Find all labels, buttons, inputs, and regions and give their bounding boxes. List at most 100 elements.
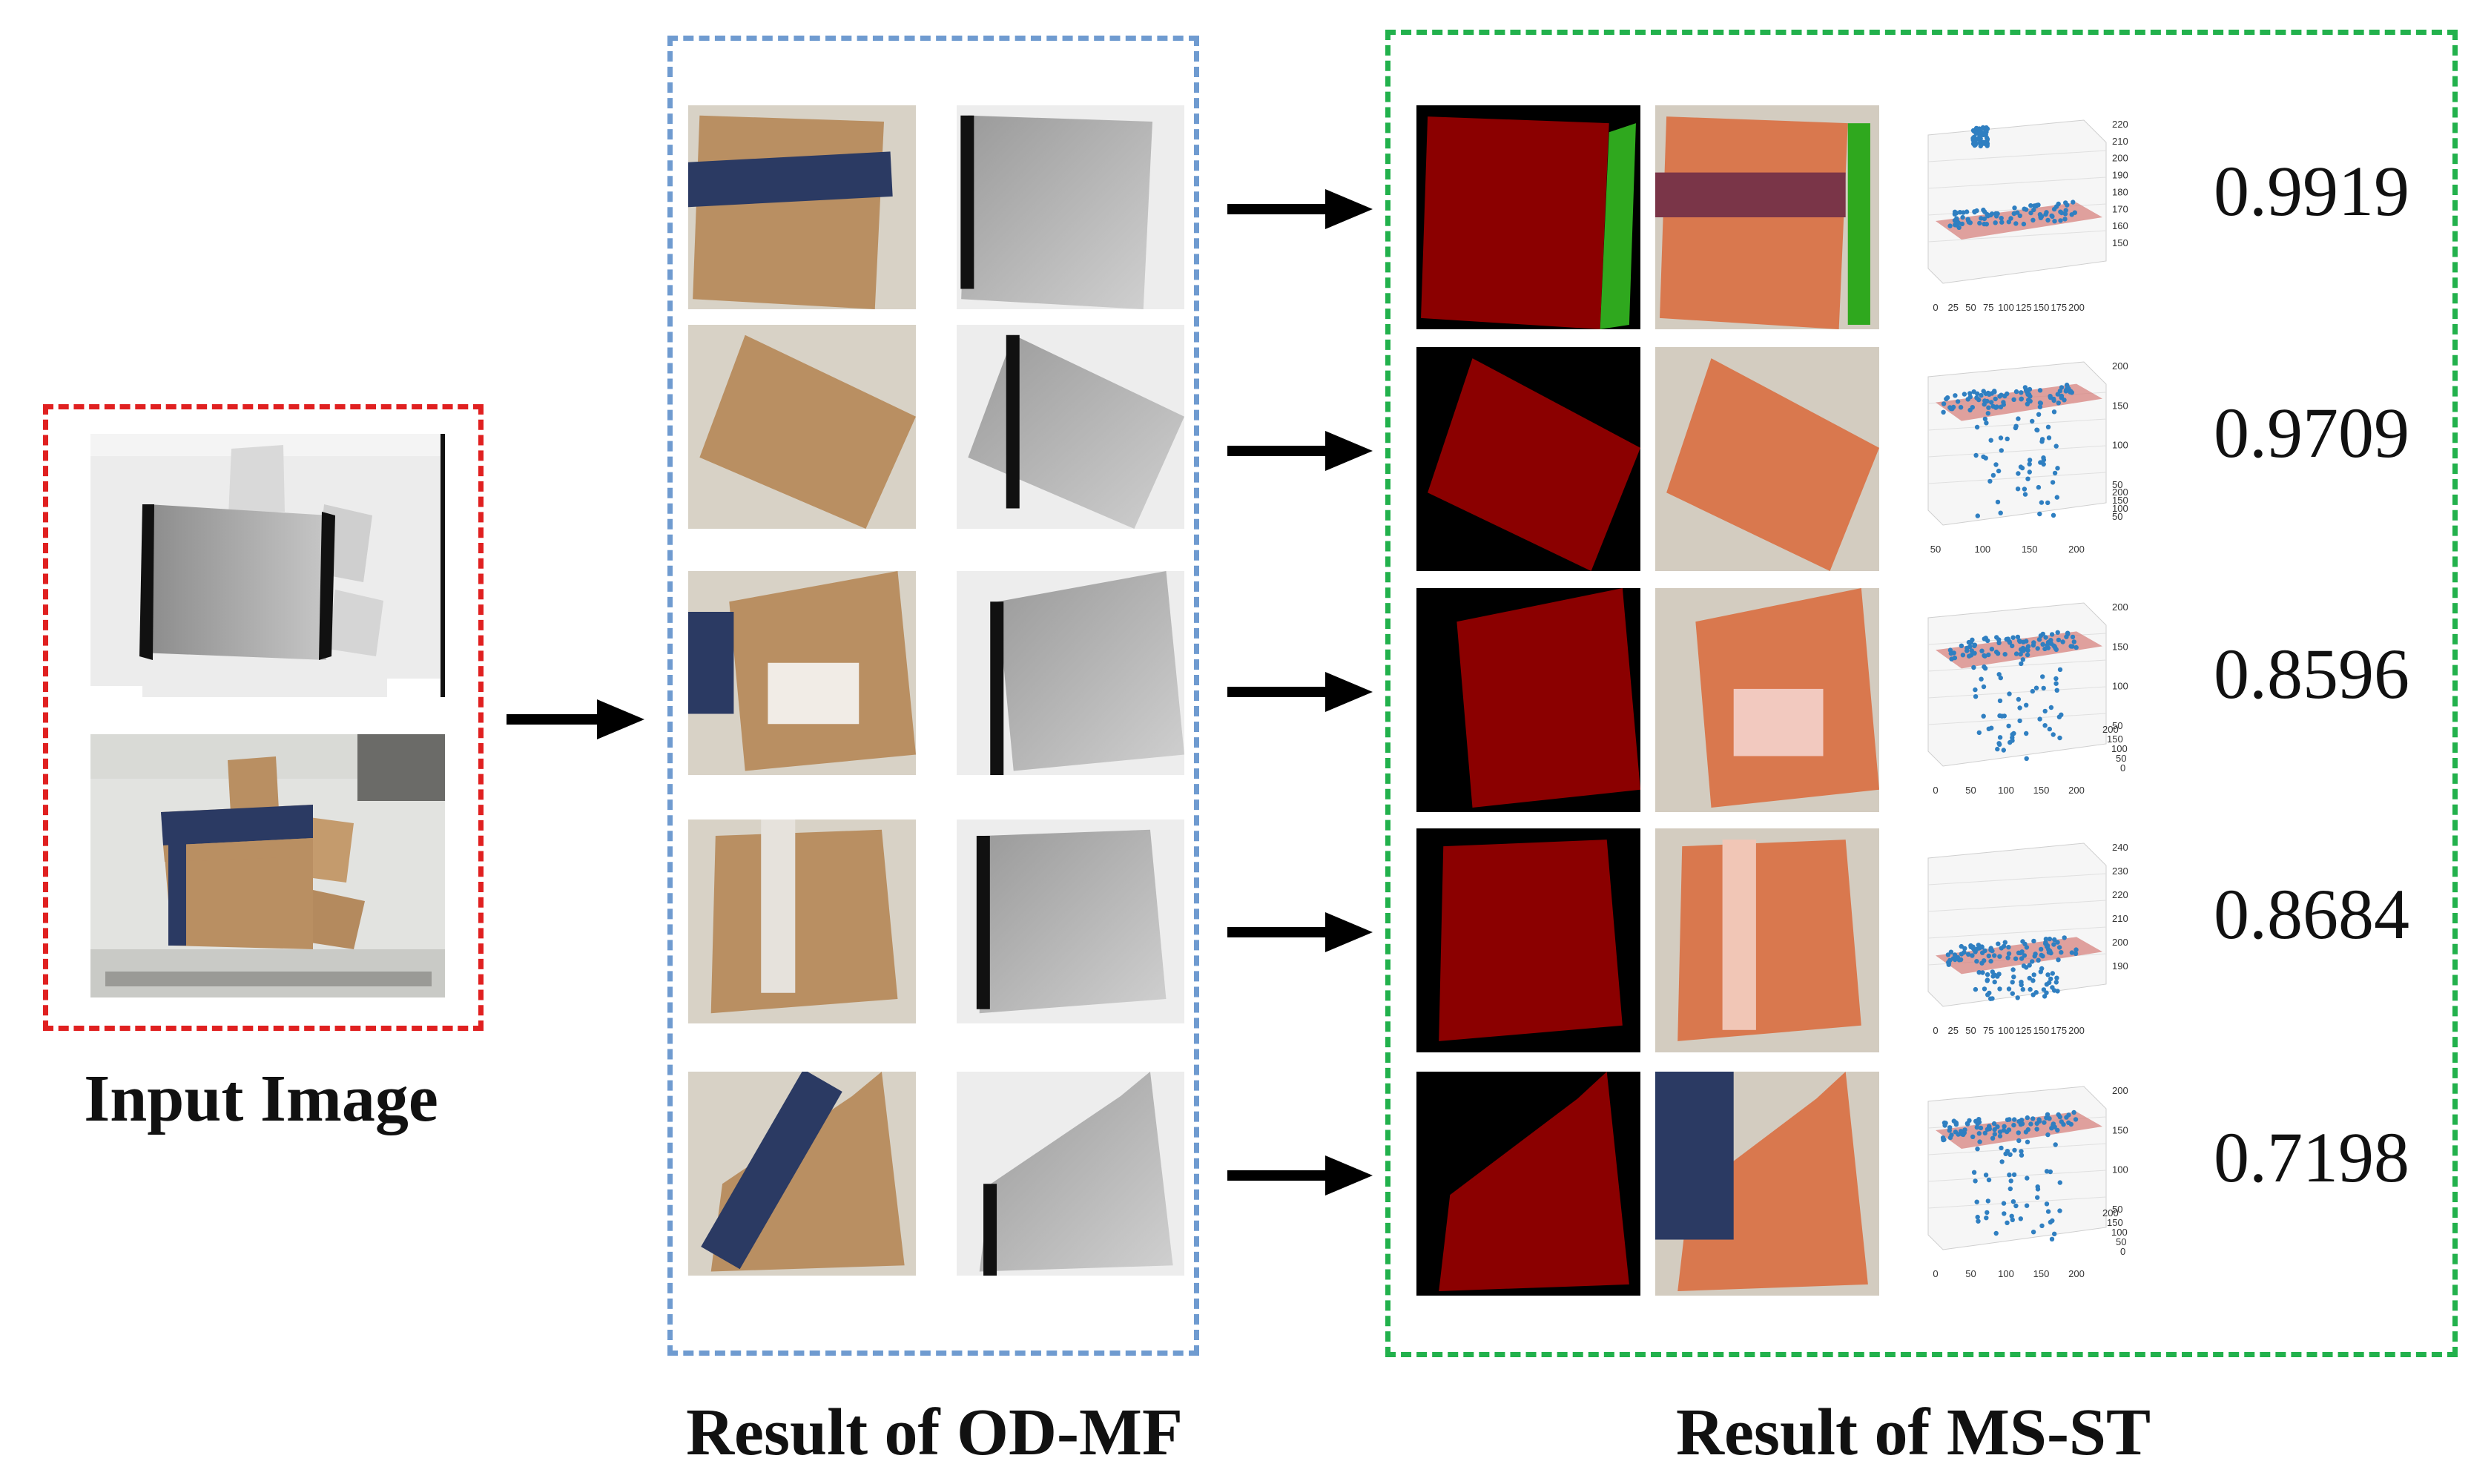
x-tick-label: 50 (1965, 302, 1976, 313)
x-tick-label: 100 (1998, 1268, 2014, 1279)
arrow-odmf-to-msst (1227, 906, 1376, 958)
segmentation-mask (1416, 588, 1640, 812)
x-tick-label: 200 (2068, 544, 2085, 555)
y-tick-label: 150 (2107, 1217, 2123, 1228)
z-tick-label: 210 (2112, 136, 2128, 147)
z-tick-label: 200 (2112, 360, 2128, 372)
z-tick-label: 100 (2112, 681, 2128, 692)
arrow-input-to-odmf (507, 699, 644, 739)
segmentation-overlay (1655, 828, 1879, 1052)
similarity-score: 0.8596 (2214, 634, 2409, 713)
z-tick-label: 190 (2112, 170, 2128, 181)
z-tick-label: 210 (2112, 913, 2128, 924)
tick-label: 50 (2112, 511, 2122, 522)
segmentation-overlay (1655, 588, 1879, 812)
x-tick-label: 175 (2051, 302, 2067, 313)
x-tick-label: 0 (1933, 1025, 1938, 1036)
x-tick-label: 25 (1948, 302, 1959, 313)
x-tick-label: 100 (1998, 302, 2014, 313)
odmf-depth-crop (957, 820, 1184, 1023)
x-tick-label: 100 (1998, 785, 2014, 796)
odmf-rgb-crop (688, 105, 916, 309)
similarity-score: 0.8684 (2214, 874, 2409, 954)
tick-label: 150 (2112, 495, 2128, 506)
z-tick-label: 240 (2112, 842, 2128, 853)
x-tick-label: 50 (1965, 1025, 1976, 1036)
z-tick-label: 220 (2112, 119, 2128, 130)
x-tick-label: 150 (2033, 1025, 2050, 1036)
z-tick-label: 150 (2112, 641, 2128, 652)
z-tick-label: 150 (2112, 1124, 2128, 1135)
x-tick-label: 50 (1965, 1268, 1976, 1279)
similarity-score: 0.9919 (2214, 151, 2409, 231)
x-tick-label: 0 (1933, 785, 1938, 796)
input-rgb-image (90, 734, 445, 997)
x-tick-label: 125 (2016, 1025, 2032, 1036)
x-tick-label: 150 (2033, 302, 2050, 313)
odmf-depth-crop (957, 325, 1184, 529)
input-image-caption: Input Image (84, 1062, 438, 1135)
x-tick-label: 100 (1974, 544, 1990, 555)
odmf-depth-crop (957, 1072, 1184, 1276)
input-image-box (43, 404, 484, 1031)
x-tick-label: 175 (2051, 1025, 2067, 1036)
tick-label: 100 (2112, 503, 2128, 514)
x-tick-label: 150 (2033, 785, 2050, 796)
arrow-odmf-to-msst (1227, 1150, 1376, 1201)
odmf-result-box (667, 36, 1199, 1356)
odmf-rgb-crop (688, 325, 916, 529)
segmentation-mask (1416, 347, 1640, 571)
arrow-odmf-to-msst (1227, 666, 1376, 718)
z-tick-label: 50 (2112, 1204, 2122, 1215)
y-tick-label: 0 (2120, 1246, 2125, 1257)
y-tick-label: 0 (2120, 762, 2125, 774)
x-tick-label: 150 (2033, 1268, 2050, 1279)
msst-result-box (1385, 30, 2458, 1357)
x-tick-label: 0 (1933, 1268, 1938, 1279)
segmentation-overlay (1655, 1072, 1879, 1296)
z-tick-label: 200 (2112, 601, 2128, 613)
x-tick-label: 75 (1983, 302, 1993, 313)
similarity-score: 0.7198 (2214, 1118, 2409, 1197)
x-tick-label: 200 (2068, 302, 2085, 313)
y-tick-label: 50 (2116, 1236, 2126, 1247)
odmf-rgb-crop (688, 1072, 916, 1276)
z-tick-label: 200 (2112, 153, 2128, 164)
arrow-odmf-to-msst (1227, 425, 1376, 477)
x-tick-label: 125 (2016, 302, 2032, 313)
y-tick-label: 50 (2116, 753, 2126, 764)
z-tick-label: 150 (2112, 400, 2128, 411)
odmf-caption: Result of OD-MF (686, 1396, 1183, 1469)
odmf-depth-crop (957, 571, 1184, 775)
odmf-rgb-crop (688, 571, 916, 775)
x-tick-label: 0 (1933, 302, 1938, 313)
odmf-rgb-crop (688, 820, 916, 1023)
input-depth-image (90, 434, 445, 697)
z-tick-label: 170 (2112, 203, 2128, 214)
z-tick-label: 100 (2112, 1164, 2128, 1175)
z-tick-label: 100 (2112, 440, 2128, 451)
z-tick-label: 230 (2112, 865, 2128, 877)
y-tick-label: 150 (2107, 733, 2123, 745)
arrow-odmf-to-msst (1227, 183, 1376, 235)
y-tick-label: 200 (2102, 1207, 2119, 1218)
tick-label: 200 (2112, 487, 2128, 498)
y-tick-label: 100 (2111, 1227, 2128, 1238)
similarity-score: 0.9709 (2214, 393, 2409, 472)
segmentation-overlay (1655, 105, 1879, 329)
z-tick-label: 150 (2112, 237, 2128, 248)
z-tick-label: 50 (2112, 479, 2122, 490)
x-tick-label: 100 (1998, 1025, 2014, 1036)
z-tick-label: 50 (2112, 720, 2122, 731)
x-tick-label: 75 (1983, 1025, 1993, 1036)
x-tick-label: 150 (2022, 544, 2038, 555)
x-tick-label: 25 (1948, 1025, 1959, 1036)
odmf-depth-crop (957, 105, 1184, 309)
segmentation-mask (1416, 105, 1640, 329)
z-tick-label: 220 (2112, 889, 2128, 900)
x-tick-label: 50 (1930, 544, 1941, 555)
